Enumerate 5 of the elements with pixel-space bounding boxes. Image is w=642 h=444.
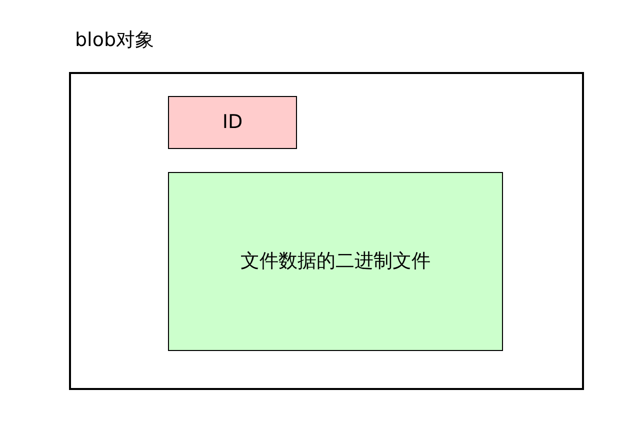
box-label: ID [222,110,243,136]
text-box [168,96,297,149]
container-heading: blob对象 [75,28,154,53]
box-label: 文件数据的二进制文件 [240,249,430,274]
text-box [168,172,503,351]
